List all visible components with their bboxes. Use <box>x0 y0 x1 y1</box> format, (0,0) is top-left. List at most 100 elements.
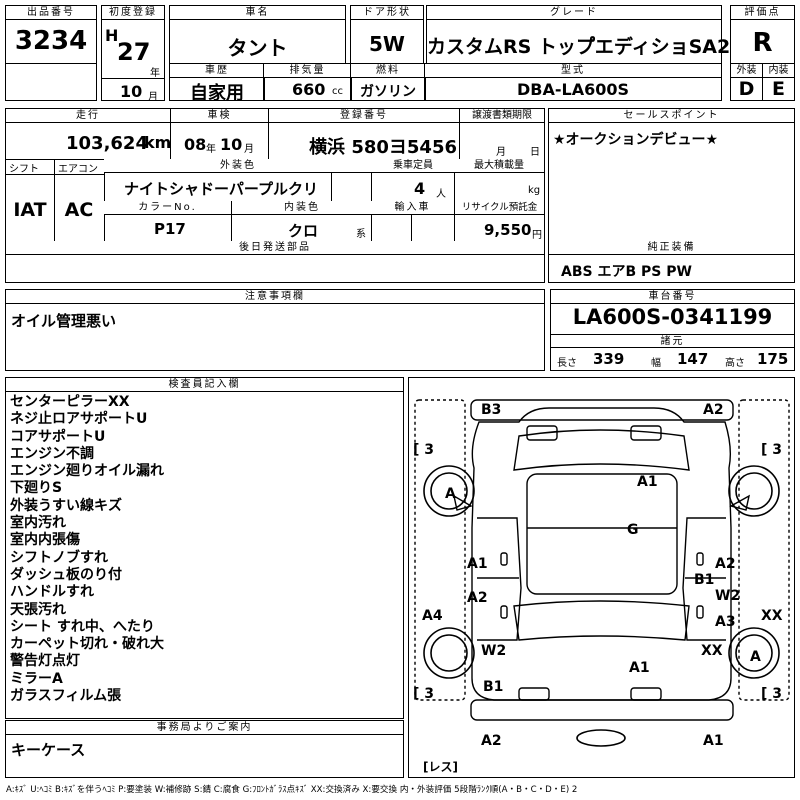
model-code: DBA-LA600S <box>517 80 629 99</box>
fuel: ガソリン <box>360 84 416 100</box>
mark-tire-fl: A <box>445 486 456 502</box>
fuel-box: 燃料 ガソリン <box>350 63 426 101</box>
inspection-year: 08 <box>184 135 207 154</box>
mark-a2-top: A2 <box>703 402 724 418</box>
shift: IAT <box>13 199 47 221</box>
tire-front-left-inner <box>430 472 468 510</box>
inspector-line: シフトノブすれ <box>10 549 108 566</box>
import-label: 輸入車 <box>371 201 455 215</box>
displacement-unit: cc <box>332 86 343 97</box>
max-load-unit: kg <box>528 185 541 196</box>
notes: オイル管理悪い <box>11 312 117 330</box>
displacement: 660 <box>292 80 326 99</box>
first-reg-box: 初度登録 H 27 年 10 月 <box>101 5 165 103</box>
mark-b3: B3 <box>481 402 501 418</box>
roof-outline <box>526 473 678 595</box>
score-box: 評価点 R <box>730 5 795 65</box>
inspection-year-unit: 年 <box>206 144 216 155</box>
car-name-label: 車名 <box>170 6 345 20</box>
int-color: クロ <box>288 222 319 240</box>
ext-color: ナイトシャドーパープルクリ <box>124 180 318 198</box>
mark-a1-bottom-right: A1 <box>703 733 724 749</box>
specs-label: 諸元 <box>551 334 794 348</box>
office-label: 事務局よりご案内 <box>6 721 403 735</box>
mark-a1-bottom: A1 <box>629 660 650 676</box>
office-box: 事務局よりご案内 キーケース <box>5 720 404 778</box>
tire-rear-right <box>728 627 780 679</box>
recycle-unit: 円 <box>532 230 542 241</box>
transfer-label: 譲渡書類期限 <box>460 109 544 123</box>
length: 339 <box>593 350 625 368</box>
int-grade: E <box>772 78 785 100</box>
score-label: 評価点 <box>731 6 794 20</box>
sales-point-box: セールスポイント ★オークションデビュー★ 純正装備 ABS エアB PS PW <box>548 108 795 283</box>
chassis-box: 車台番号 LA600S-0341199 諸元 長さ 339 幅 147 高さ 1… <box>550 289 795 371</box>
headlamp-left <box>526 425 558 441</box>
int-color-label: 内装色 <box>232 201 372 215</box>
width-label: 幅 <box>651 358 661 369</box>
inspector-line: カーペット切れ・破れ大 <box>10 636 164 653</box>
mark-a3: A3 <box>715 614 736 630</box>
ext-color-label: 外装色 <box>104 159 372 173</box>
inspection-month: 10 <box>220 135 243 154</box>
plate: 横浜 580ヨ5456 <box>309 137 457 158</box>
inspector-line: ミラーA <box>10 670 63 687</box>
inspector-box: 検査員記入欄 センターピラーXX ネジ止ロアサポートU コアサポートU エンジン… <box>5 377 404 719</box>
door-type: 5W <box>369 32 405 56</box>
grade-label: グレード <box>427 6 721 20</box>
notes-label: 注意事項欄 <box>6 290 544 304</box>
tire-rear-right-inner <box>735 634 773 672</box>
recycle-label: リサイクル預託金 <box>455 201 544 215</box>
lot-box: 出品番号 3234 <box>5 5 97 101</box>
car-name-box: 車名 タント <box>169 5 346 65</box>
int-grade-box: 内装 E <box>762 63 795 101</box>
mark-w2-left: W2 <box>481 643 506 659</box>
displacement-label: 排気量 <box>264 64 351 78</box>
info-table: 走行 103,624 km 車検 08 年 10 月 登録番号 横浜 580ヨ5… <box>5 108 545 283</box>
body-outline <box>471 407 732 701</box>
car-name: タント <box>227 36 288 60</box>
fuel-label: 燃料 <box>351 64 425 78</box>
ext-grade: D <box>738 78 755 100</box>
chassis-number: LA600S-0341199 <box>572 305 773 329</box>
lot-number: 3234 <box>14 26 88 56</box>
ext-grade-label: 外装 <box>731 64 762 78</box>
tire-front-right <box>728 465 780 517</box>
color-no-label: カラーNo. <box>104 201 232 215</box>
length-label: 長さ <box>557 358 577 369</box>
left-side-outline <box>477 517 522 641</box>
inspector-list: センターピラーXX ネジ止ロアサポートU コアサポートU エンジン不調 エンジン… <box>10 394 400 705</box>
notes-box: 注意事項欄 オイル管理悪い <box>5 289 545 371</box>
sales-point: ★オークションデビュー★ <box>553 132 719 148</box>
tail-right <box>630 687 662 701</box>
shift-label: シフト <box>9 164 39 175</box>
rear-window-outline <box>513 600 690 641</box>
genuine: ABS エアB PS PW <box>561 264 692 280</box>
mileage: 103,624 <box>66 133 148 154</box>
first-reg-label: 初度登録 <box>102 6 164 20</box>
later-parts-label: 後日発送部品 <box>6 241 544 255</box>
history: 自家用 <box>190 83 244 104</box>
door-label: ドア形状 <box>351 6 423 20</box>
tire-rear-left <box>423 627 475 679</box>
height-label: 高さ <box>725 358 745 369</box>
lot-label: 出品番号 <box>6 6 96 20</box>
mark-a2-right: A2 <box>715 556 736 572</box>
inspector-line: シート すれ中、へたり <box>10 618 155 635</box>
mark-w2-right: W2 <box>715 588 740 604</box>
capacity-unit: 人 <box>436 189 446 200</box>
height: 175 <box>757 350 789 368</box>
windshield-outline <box>513 429 690 471</box>
mark-xx-mid: XX <box>701 643 723 659</box>
ext-grade-box: 外装 D <box>730 63 763 101</box>
mark-a2-left: A2 <box>467 590 488 606</box>
chassis-label: 車台番号 <box>551 290 794 304</box>
first-reg-month: 10 <box>120 82 143 101</box>
int-grade-label: 内装 <box>763 64 794 78</box>
door-box: ドア形状 5W <box>350 5 424 65</box>
inspection-label: 車検 <box>171 109 269 123</box>
recycle: 9,550 <box>484 221 532 239</box>
mark-xx-right: XX <box>761 608 783 624</box>
ac: AC <box>64 199 94 221</box>
first-reg-era: H <box>105 26 119 45</box>
